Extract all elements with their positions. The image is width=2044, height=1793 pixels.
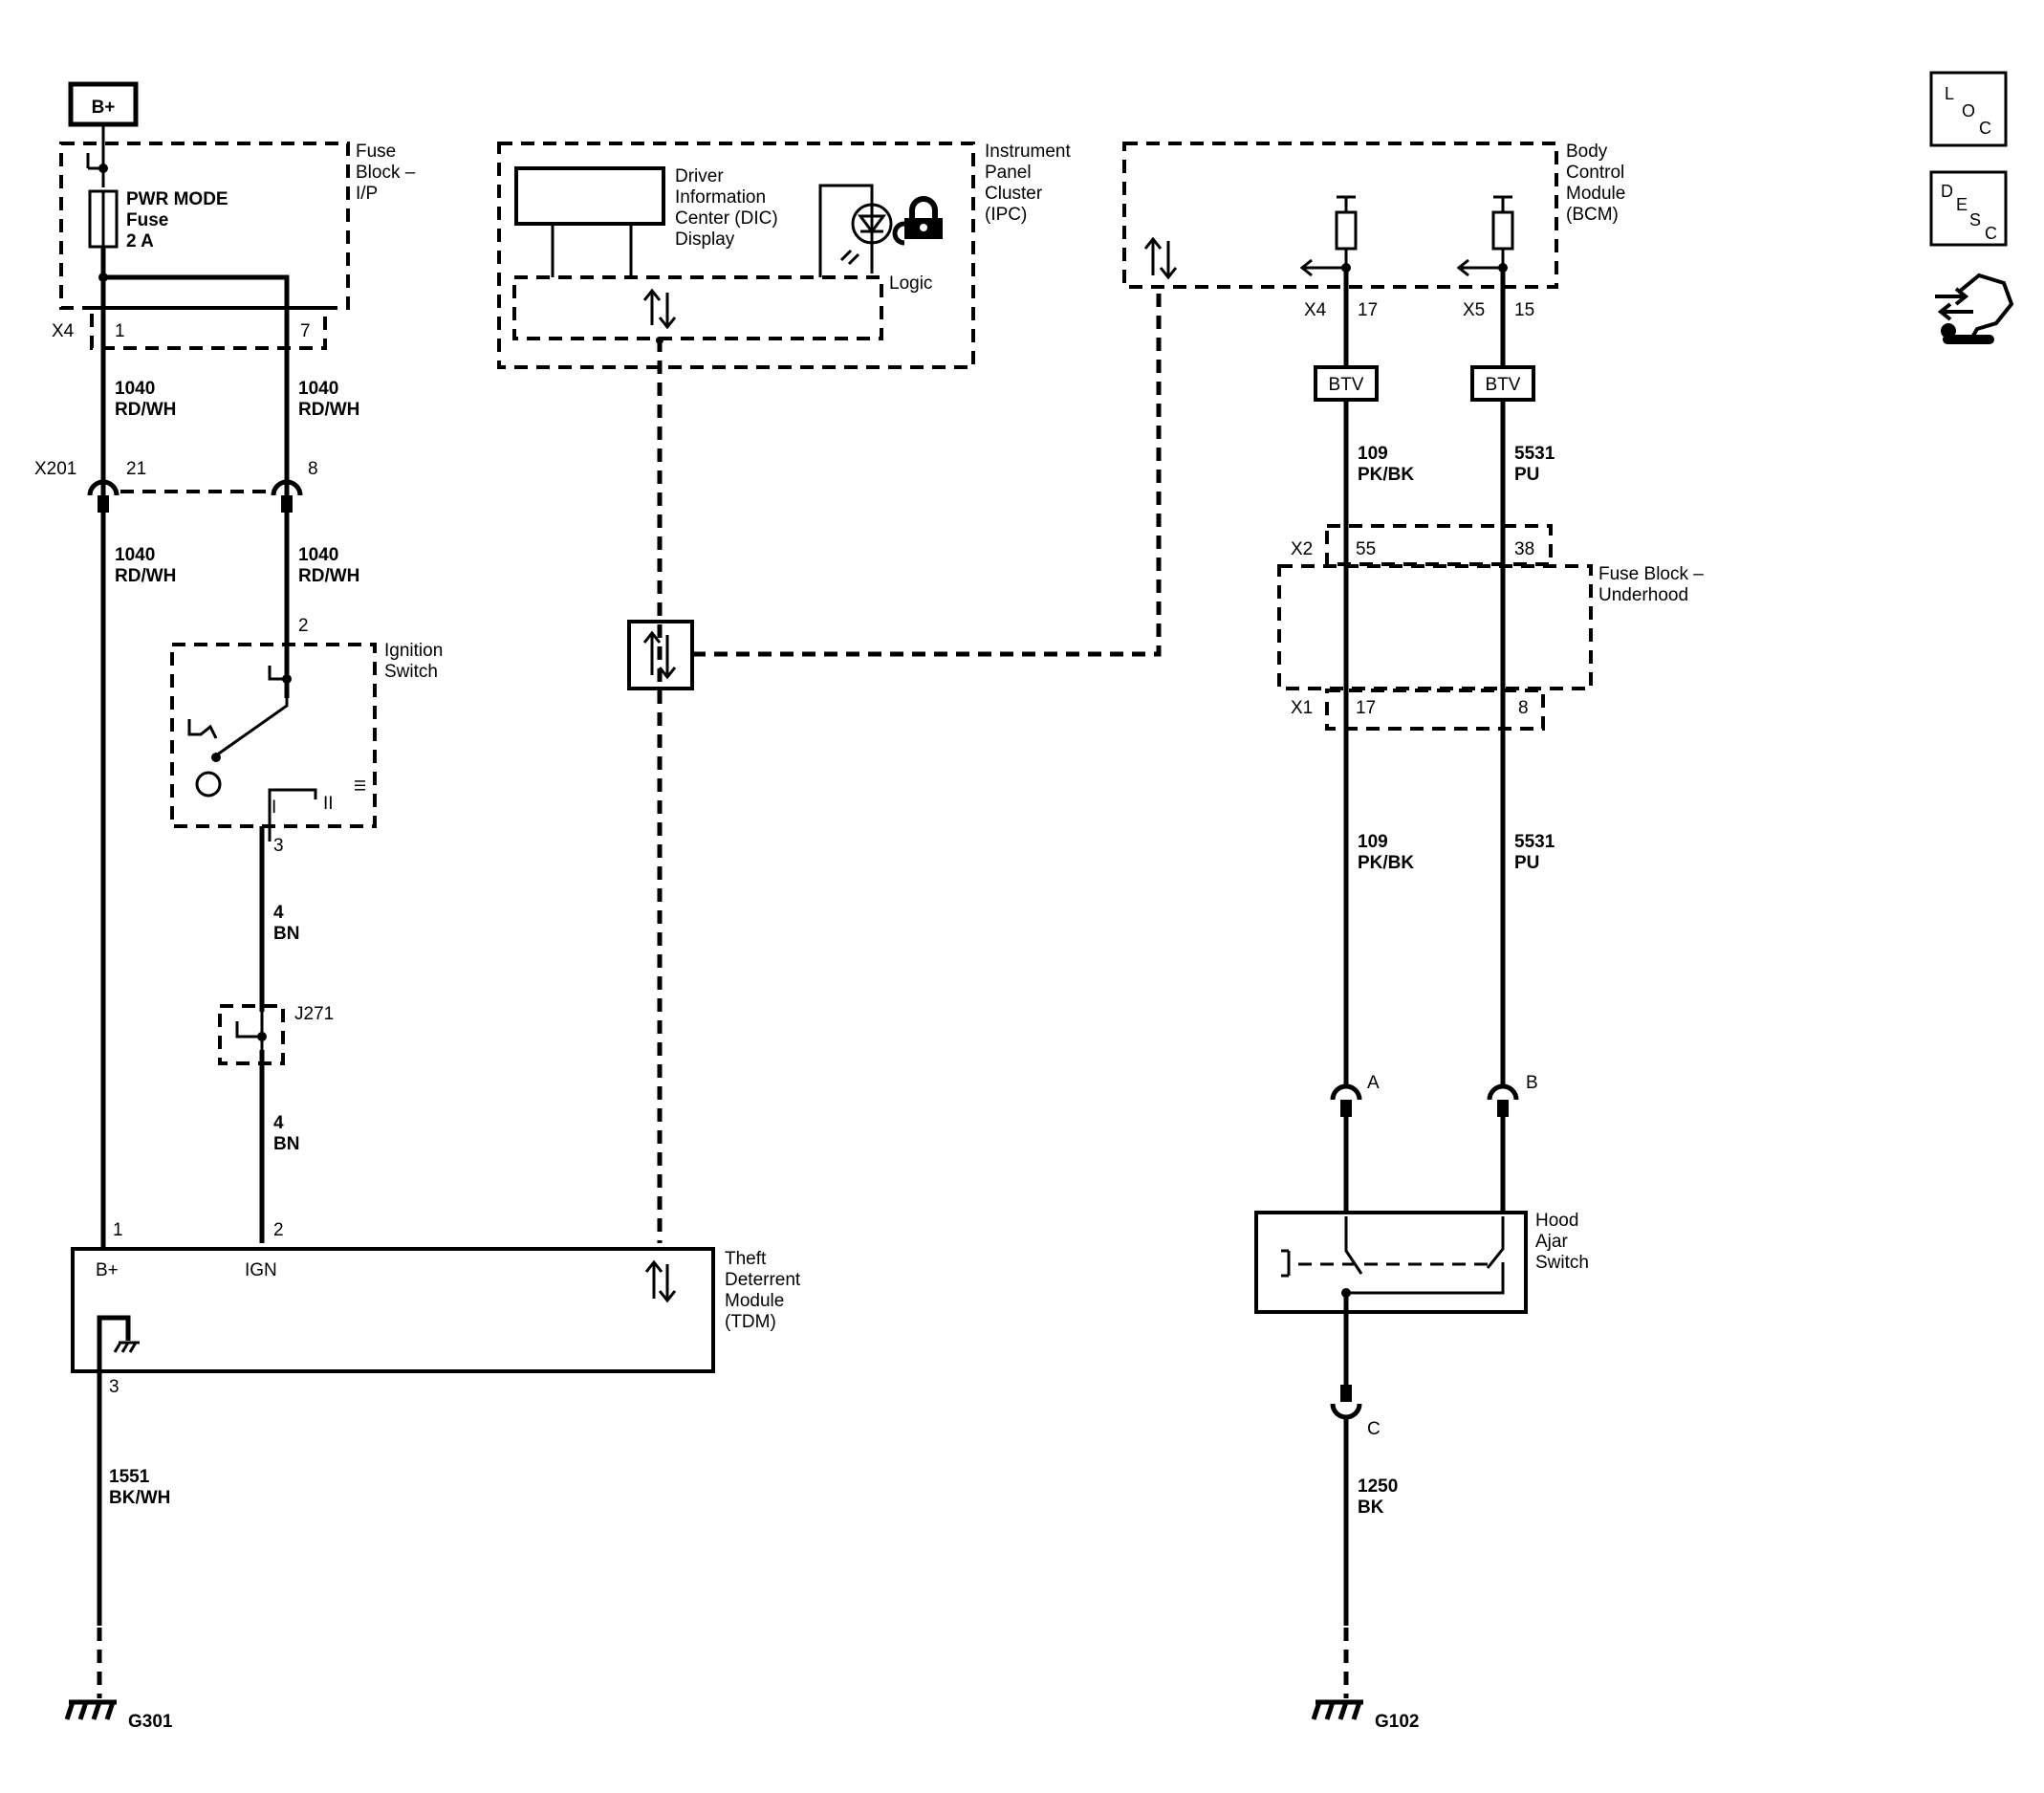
ipc-logic-box (512, 275, 883, 340)
wire-1040-a-label: 1040 RD/WH (115, 379, 176, 420)
dic-display-symbol (514, 166, 665, 226)
fuse-block-underhood-outline (1277, 564, 1593, 690)
ignition-switch-label: Ignition Switch (384, 641, 448, 682)
logic-label: Logic (889, 273, 932, 294)
hood-connector-pin-b (1487, 1083, 1519, 1101)
pin-17-bcm-label: 17 (1358, 300, 1378, 320)
hood-ajar-switch-box (1254, 1211, 1528, 1314)
pin-1-top: 1 (115, 321, 125, 341)
dic-display-label: Driver Information Center (DIC) Display (675, 166, 783, 250)
j271-splice-outline (218, 1004, 285, 1065)
tdm-name-label: Theft Deterrent Module (TDM) (725, 1249, 805, 1332)
description-icon[interactable]: D E S C (1929, 170, 2008, 247)
tdm-pin-1-label: 1 (113, 1220, 123, 1240)
x5-label: X5 (1463, 300, 1485, 320)
wire-1551-label: 1551 BK/WH (109, 1467, 170, 1508)
mechanical-actuator-icon (1281, 1249, 1291, 1278)
g102-ground-icon (1311, 1699, 1363, 1720)
pin-15-label: 15 (1514, 300, 1534, 320)
wire-5531-a-label: 5531 PU (1514, 444, 1560, 485)
wire-109-a-label: 109 PK/BK (1358, 444, 1414, 485)
fuse-block-underhood-label: Fuse Block – Underhood (1598, 564, 1708, 605)
bcm-outline (1122, 142, 1558, 289)
ground-connector-pin-c (1330, 1403, 1362, 1420)
pin-7-top: 7 (300, 321, 311, 341)
hood-connector-pin-a (1330, 1083, 1362, 1101)
x201-label: X201 (34, 459, 76, 479)
pin-2-ign-label: 2 (298, 616, 309, 636)
x201-female-pin-21 (87, 479, 120, 496)
wire-1040-b-label: 1040 RD/WH (298, 379, 359, 420)
wire-4-bn-a-label: 4 BN (273, 903, 299, 944)
pin-55-label: 55 (1356, 539, 1376, 559)
pos-iii-label: III (353, 779, 369, 792)
g301-label: G301 (128, 1712, 173, 1732)
wire-1040-c-label: 1040 RD/WH (115, 545, 176, 586)
x201-female-pin-8 (271, 479, 303, 496)
svg-text:S: S (1969, 210, 1981, 230)
x2-label: X2 (1291, 539, 1313, 559)
pin-a-label: A (1367, 1073, 1380, 1093)
ipc-name-label: Instrument Panel Cluster (IPC) (985, 142, 1076, 225)
pos-i-label: I (272, 798, 276, 818)
btv-1-label: BTV (1329, 375, 1364, 395)
ignition-switch-outline (170, 643, 377, 828)
tdm-data-up-arrow (644, 1259, 663, 1299)
tdm-ign-label: IGN (245, 1260, 277, 1280)
wire-4-bn-b-label: 4 BN (273, 1113, 299, 1154)
wire-109-b-label: 109 PK/BK (1358, 832, 1414, 873)
tdm-data-down-arrow (658, 1264, 677, 1303)
svg-text:E: E (1956, 195, 1968, 214)
g301-ground-icon (64, 1699, 117, 1720)
x1-label: X1 (1291, 698, 1313, 718)
pwr-mode-fuse-label: PWR MODE Fuse 2 A (126, 189, 233, 251)
pin-8-left-label: 8 (308, 459, 318, 479)
bcm-name-label: Body Control Module (BCM) (1566, 142, 1631, 225)
pos-ii-label: II (323, 794, 334, 814)
hood-ajar-switch-label: Hood Ajar Switch (1535, 1211, 1589, 1273)
x1-connector (1325, 689, 1545, 731)
security-lock-icon (892, 196, 943, 246)
svg-text:O: O (1962, 101, 1975, 120)
bplus-label: B+ (92, 98, 116, 118)
connector-view-icon[interactable] (1935, 273, 2014, 344)
wire-5531-b-label: 5531 PU (1514, 832, 1560, 873)
location-icon[interactable]: L O C (1929, 71, 2008, 147)
wire-1250-label: 1250 BK (1358, 1476, 1403, 1518)
x4-connector-left (90, 306, 327, 350)
key-symbol (187, 719, 218, 739)
wire-1040-d-label: 1040 RD/WH (298, 545, 359, 586)
tdm-bplus-label: B+ (96, 1260, 119, 1280)
tdm-module-box (71, 1247, 715, 1373)
tdm-pin-3-label: 3 (109, 1377, 120, 1397)
pin-38-label: 38 (1514, 539, 1534, 559)
fuse-block-ip-label: Fuse Block – I/P (356, 142, 421, 204)
pin-21-label: 21 (126, 459, 146, 479)
pin-3-ign-label: 3 (273, 836, 284, 856)
g102-label: G102 (1375, 1712, 1419, 1732)
btv-2-label: BTV (1486, 375, 1521, 395)
svg-text:D: D (1941, 182, 1953, 201)
tdm-chassis-ground-icon (113, 1341, 140, 1353)
j271-label: J271 (294, 1004, 334, 1024)
svg-text:L: L (1945, 84, 1954, 103)
x4-left-label: X4 (52, 321, 75, 341)
pin-b-label: B (1526, 1073, 1538, 1093)
x4-right-label: X4 (1304, 300, 1327, 320)
pin-c-label: C (1367, 1419, 1381, 1439)
ipc-outline (497, 142, 975, 369)
bplus-source: B+ (68, 81, 139, 127)
svg-text:C: C (1979, 119, 1991, 138)
tdm-pin-2-label: 2 (273, 1220, 284, 1240)
pin-8-x1-label: 8 (1518, 698, 1529, 718)
svg-text:C: C (1985, 224, 1997, 243)
pin-17-x1-label: 17 (1356, 698, 1376, 718)
